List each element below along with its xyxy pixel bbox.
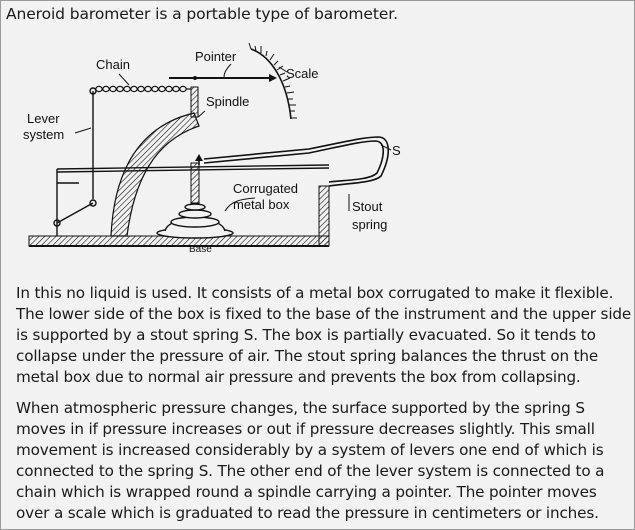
label-chain: Chain (96, 57, 130, 72)
aneroid-barometer-diagram: Pointer Chain Scale Spindle Lever system… (19, 41, 414, 256)
paragraph-construction: In this no liquid is used. It consists o… (16, 284, 632, 386)
label-scale: Scale (286, 66, 319, 81)
label-lever-system-line2: system (23, 127, 64, 142)
spindle (190, 86, 199, 118)
label-lever-system-line1: Lever (27, 111, 60, 126)
leader-lines (74, 63, 392, 212)
corrugated-metal-box (156, 203, 234, 239)
graduated-scale (248, 42, 297, 120)
label-spindle: Spindle (206, 94, 249, 109)
support-arm (110, 112, 200, 237)
connecting-post (190, 162, 200, 204)
stout-spring-s (195, 136, 390, 187)
label-base: Base (189, 244, 212, 255)
chain (95, 85, 191, 93)
label-pointer: Pointer (195, 49, 237, 64)
label-stout-line2: spring (352, 217, 387, 232)
label-stout-line1: Stout (352, 199, 383, 214)
paragraph-working: When atmospheric pressure changes, the s… (16, 399, 605, 522)
label-corrugated-line2: metal box (233, 197, 290, 212)
intro-text: Aneroid barometer is a portable type of … (6, 5, 398, 23)
label-s: S (392, 143, 401, 158)
label-corrugated-line1: Corrugated (233, 181, 298, 196)
pointer (169, 74, 277, 82)
